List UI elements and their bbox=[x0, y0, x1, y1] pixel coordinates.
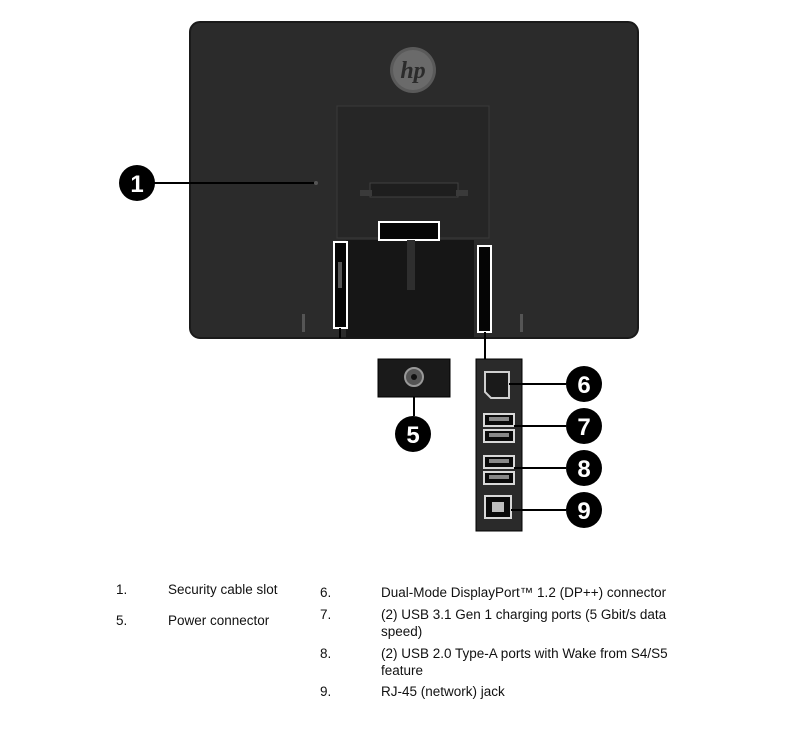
legend-text-5: Power connector bbox=[168, 613, 270, 628]
callout-9-badge bbox=[566, 492, 602, 528]
stand-hinge-left bbox=[360, 190, 372, 196]
left-side-bay-slot bbox=[338, 262, 342, 288]
callout-6-label: 6 bbox=[577, 372, 590, 399]
legend-text-1: Security cable slot bbox=[168, 582, 278, 597]
legend-text-9: RJ-45 (network) jack bbox=[381, 684, 505, 699]
legend-num-5: 5. bbox=[116, 613, 128, 628]
rj45-port bbox=[484, 495, 512, 519]
security-slot bbox=[314, 181, 318, 185]
displayport-port bbox=[484, 371, 510, 399]
legend-num-9: 9. bbox=[320, 684, 332, 699]
legend-num-8: 8. bbox=[320, 646, 332, 661]
callout-8-badge bbox=[566, 450, 602, 486]
callout-1-label: 1 bbox=[130, 171, 143, 198]
power-port-bay bbox=[378, 221, 440, 241]
callout-5-badge bbox=[395, 416, 431, 452]
legend-text-6: Dual-Mode DisplayPort™ 1.2 (DP++) connec… bbox=[381, 585, 667, 600]
hp-logo: hp bbox=[390, 47, 436, 93]
legend-num-7: 7. bbox=[320, 607, 332, 622]
callout-7-badge bbox=[566, 408, 602, 444]
right-side-bay bbox=[477, 245, 492, 333]
usb-3-1-ports bbox=[483, 413, 515, 443]
hp-logo-text: hp bbox=[400, 58, 425, 84]
legend-text-8: (2) USB 2.0 Type-A ports with Wake from … bbox=[381, 646, 668, 678]
foot-left bbox=[302, 314, 305, 332]
power-connector-pin bbox=[411, 374, 417, 380]
stand-plate bbox=[336, 105, 490, 239]
callout-8-label: 8 bbox=[577, 456, 590, 483]
callout-1-badge bbox=[119, 165, 155, 201]
stand-hinge-right bbox=[456, 190, 468, 196]
callout-7-label: 7 bbox=[577, 414, 590, 441]
stand-hinge bbox=[369, 182, 459, 198]
power-cable-channel bbox=[407, 240, 415, 290]
rear-panel-diagram: hp 1 5 bbox=[119, 21, 639, 532]
legend-num-1: 1. bbox=[116, 582, 128, 597]
callout-5-label: 5 bbox=[406, 422, 419, 449]
callout-6-badge bbox=[566, 366, 602, 402]
usb-2-0-ports bbox=[483, 455, 515, 485]
legend-num-6: 6. bbox=[320, 585, 332, 600]
legend-text-7: (2) USB 3.1 Gen 1 charging ports (5 Gbit… bbox=[381, 607, 667, 639]
foot-right bbox=[520, 314, 523, 332]
callout-9-label: 9 bbox=[577, 498, 590, 525]
